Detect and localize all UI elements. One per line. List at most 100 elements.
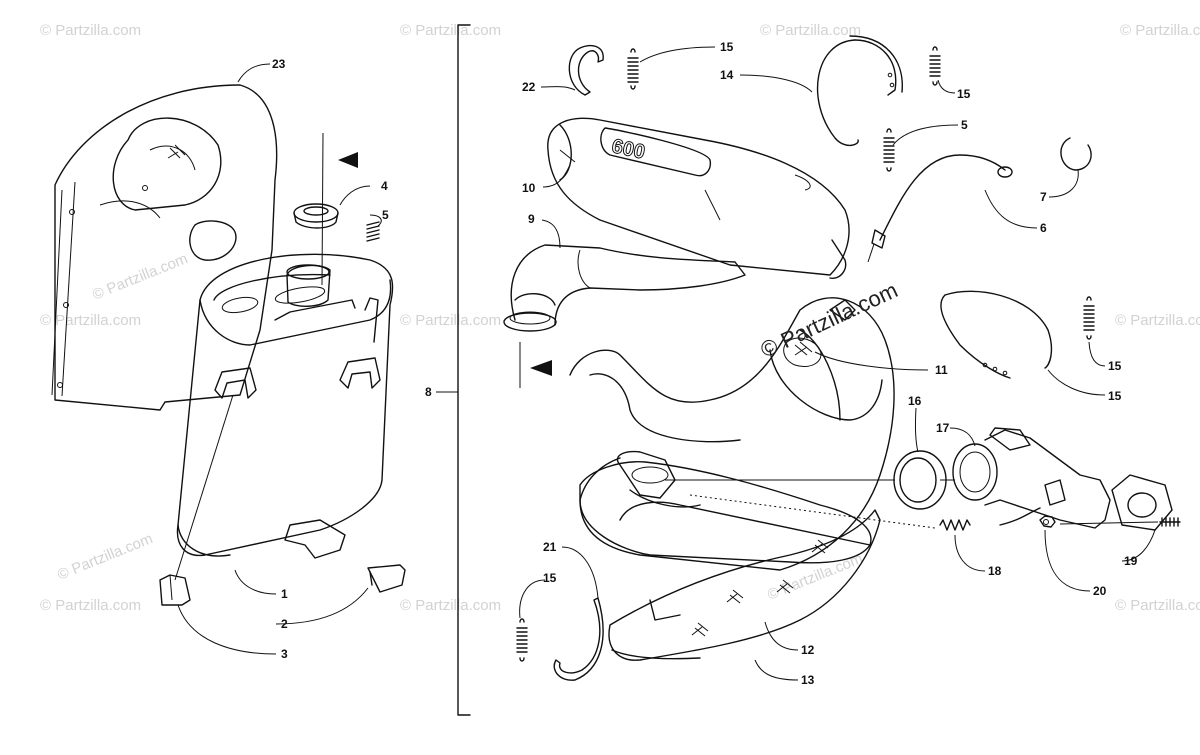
callout-11: 11 xyxy=(935,363,948,377)
leader-line xyxy=(177,604,277,655)
exhaust-manifold-part xyxy=(952,427,1173,531)
watermark: © Partzilla.com xyxy=(90,250,190,304)
clamp-clip-part xyxy=(568,44,604,96)
callout-22: 22 xyxy=(522,80,536,94)
watermark: © Partzilla.com xyxy=(1115,597,1200,614)
leader-line xyxy=(764,621,799,651)
callout-14: 14 xyxy=(720,68,734,82)
nut-part xyxy=(1039,515,1056,528)
watermark: © Partzilla.com xyxy=(1120,22,1200,39)
callout-12: 12 xyxy=(801,643,815,657)
bumper-part xyxy=(367,564,406,593)
leader-line xyxy=(954,534,986,572)
leader-line xyxy=(1121,529,1156,562)
pipe-marking-text: 600 xyxy=(610,135,647,163)
spring-part xyxy=(929,46,941,86)
watermark: © Partzilla.com xyxy=(55,530,155,584)
leader-line xyxy=(1088,341,1106,367)
grommet-part xyxy=(293,203,339,229)
callout-15: 15 xyxy=(957,87,971,101)
leader-line xyxy=(914,407,919,453)
band-clamp-part xyxy=(816,35,903,147)
callout-18: 18 xyxy=(988,564,1002,578)
leader-line xyxy=(1044,529,1091,592)
leader-line xyxy=(542,164,571,188)
callout-5: 5 xyxy=(382,208,389,222)
callout-2: 2 xyxy=(281,617,288,631)
callout-8: 8 xyxy=(425,385,432,399)
callout-10: 10 xyxy=(522,181,536,195)
leader-line xyxy=(339,185,371,206)
callout-17: 17 xyxy=(936,421,950,435)
callout-9: 9 xyxy=(528,212,535,226)
assembly-bracket xyxy=(457,24,471,716)
seal-ring-part xyxy=(893,450,947,510)
leader-line xyxy=(369,214,382,227)
temperature-sensor-part xyxy=(867,154,1013,263)
leader-line xyxy=(1048,169,1079,198)
leader-line xyxy=(739,74,813,93)
callout-23: 23 xyxy=(272,57,286,71)
watermark: © Partzilla.com xyxy=(400,312,501,329)
leader-line xyxy=(754,659,799,681)
assembly-axis-line xyxy=(321,132,324,286)
leader-line xyxy=(1047,369,1106,396)
watermark-main: © Partzilla.com xyxy=(757,277,902,362)
assembly-dashed-line xyxy=(689,494,936,529)
leader-line xyxy=(984,189,1038,229)
pad-part xyxy=(159,574,191,606)
callout-15: 15 xyxy=(543,571,557,585)
callout-13: 13 xyxy=(801,673,815,687)
callout-14: 15 xyxy=(1108,389,1122,403)
watermark: © Partzilla.com xyxy=(760,22,861,39)
callout-20: 20 xyxy=(1093,584,1107,598)
callout-labels: 23 4 5 1 2 3 8 15 22 14 15 5 6 7 10 9 11… xyxy=(272,40,1138,687)
callout-19: 19 xyxy=(1124,554,1138,568)
spring-part xyxy=(883,128,895,172)
heat-shield-part xyxy=(51,84,278,411)
watermark: © Partzilla.com xyxy=(1115,312,1200,329)
assembly-axis-line xyxy=(174,394,234,581)
assembly-axis-line xyxy=(1059,521,1159,525)
tail-pipe-cover-part: 600 xyxy=(547,117,850,276)
callout-15: 15 xyxy=(1108,359,1122,373)
lower-heat-shield-part xyxy=(608,509,881,661)
leader-line xyxy=(892,124,959,146)
callout-21: 21 xyxy=(543,540,557,554)
leader-line xyxy=(949,427,976,447)
watermark: © Partzilla.com xyxy=(40,597,141,614)
callout-1: 1 xyxy=(281,587,288,601)
spring-part xyxy=(627,48,639,90)
band-clamp-part xyxy=(940,290,1053,379)
watermark: © Partzilla.com xyxy=(400,22,501,39)
spring-hook xyxy=(999,507,1041,526)
callout-6: 6 xyxy=(1040,221,1047,235)
callout-15: 15 xyxy=(720,40,734,54)
direction-arrow-icon xyxy=(530,360,552,376)
watermark: © Partzilla.com xyxy=(400,597,501,614)
watermark: © Partzilla.com xyxy=(40,312,141,329)
spring-part xyxy=(366,221,380,242)
callout-4: 4 xyxy=(381,179,388,193)
spring-part xyxy=(1083,296,1095,340)
callout-5: 5 xyxy=(961,118,968,132)
leader-line xyxy=(937,79,956,94)
snap-ring-part xyxy=(1060,137,1092,171)
leader-line xyxy=(639,46,716,63)
callout-7: 7 xyxy=(1040,190,1047,204)
leader-line xyxy=(275,587,369,625)
leader-line xyxy=(234,569,277,595)
callout-16: 16 xyxy=(908,394,922,408)
stud-part xyxy=(1159,517,1181,527)
leader-line xyxy=(561,546,599,599)
watermark-layer: © Partzilla.com © Partzilla.com © Partzi… xyxy=(40,22,1200,614)
leader-line xyxy=(541,219,561,249)
spring-part xyxy=(939,519,971,531)
leader-line xyxy=(814,351,929,371)
clamp-clip-part xyxy=(553,597,604,681)
leader-line xyxy=(519,579,546,619)
direction-arrow-icon xyxy=(338,152,358,168)
watermark: © Partzilla.com xyxy=(40,22,141,39)
